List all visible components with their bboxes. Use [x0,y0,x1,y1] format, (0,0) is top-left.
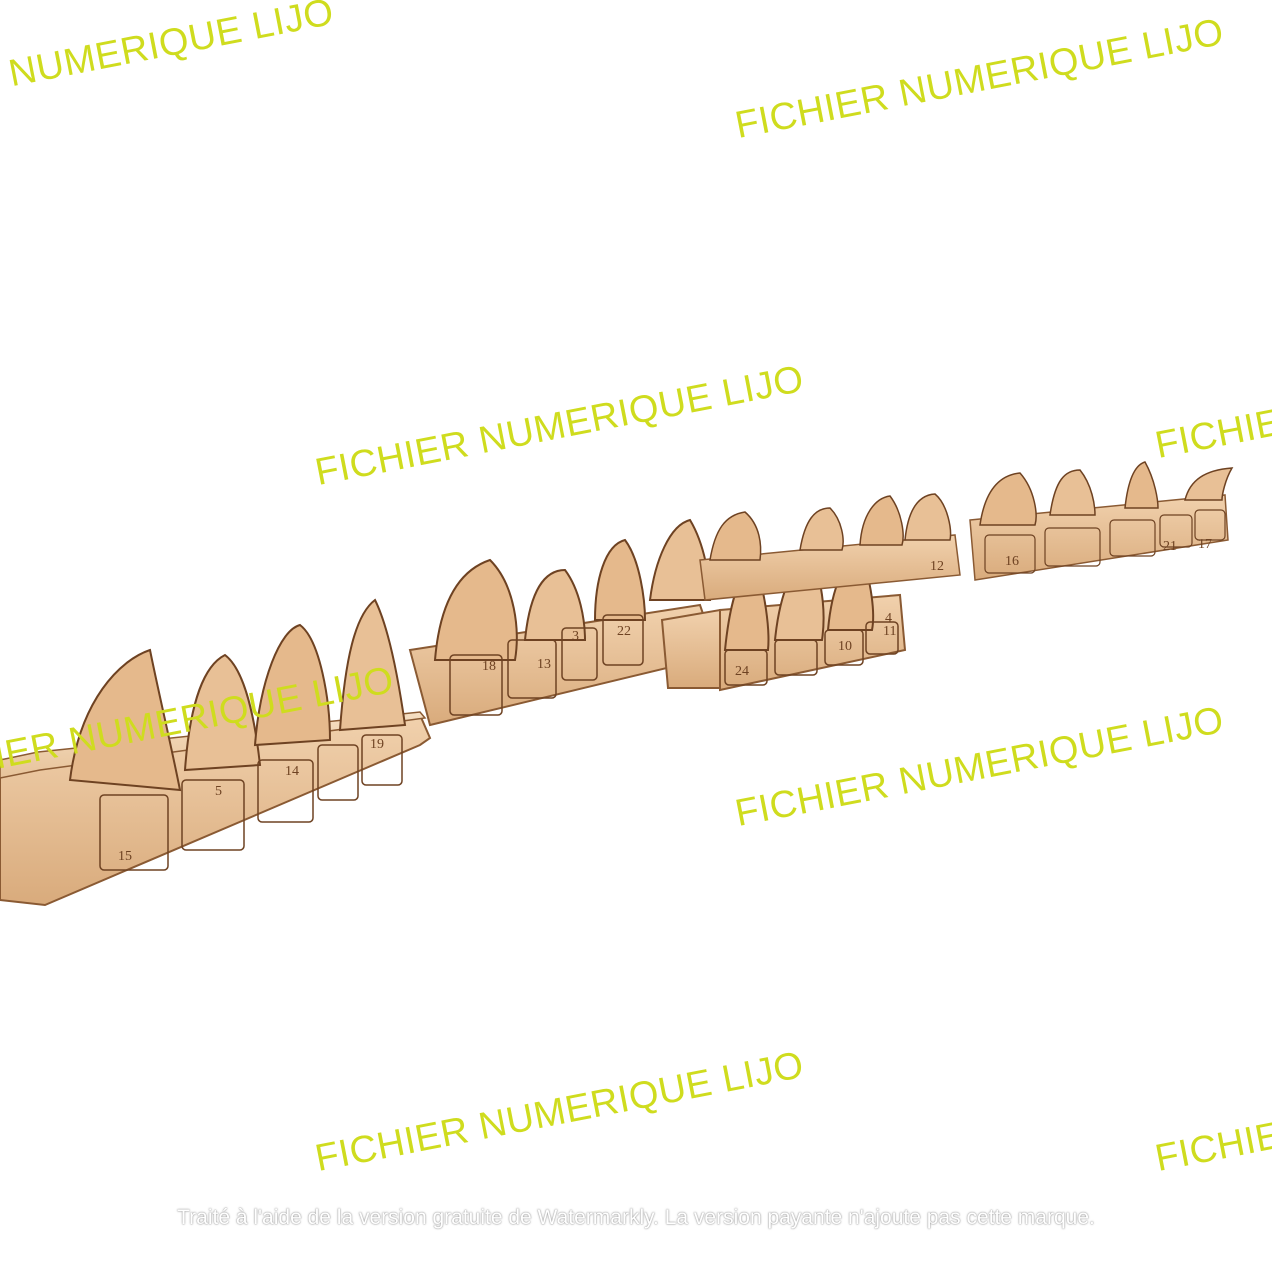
calendar-section-middle [408,518,714,727]
door-number: 16 [1005,554,1019,569]
door-number: 13 [537,657,551,672]
calendar-section-back [699,493,961,601]
door-number: 5 [215,784,222,799]
door-number: 24 [735,664,749,679]
door-number: 4 [885,611,892,626]
door-numbers: 15 5 14 19 18 13 3 22 24 10 11 4 12 16 2… [118,537,1212,864]
door-number: 17 [1198,537,1212,552]
door-number: 12 [930,559,944,574]
door-number: 19 [370,737,384,752]
watermarkly-credit: Traité à l'aide de la version gratuite d… [177,1206,1095,1229]
calendar-section-right [969,461,1234,581]
door-number: 11 [883,624,896,639]
door-number: 15 [118,849,132,864]
door-number: 18 [482,659,496,674]
door-number: 22 [617,624,631,639]
door-number: 14 [285,764,299,779]
door-number: 21 [1163,539,1177,554]
calendar-section-left [0,598,432,907]
door-number: 10 [838,639,852,654]
door-number: 3 [572,629,579,644]
